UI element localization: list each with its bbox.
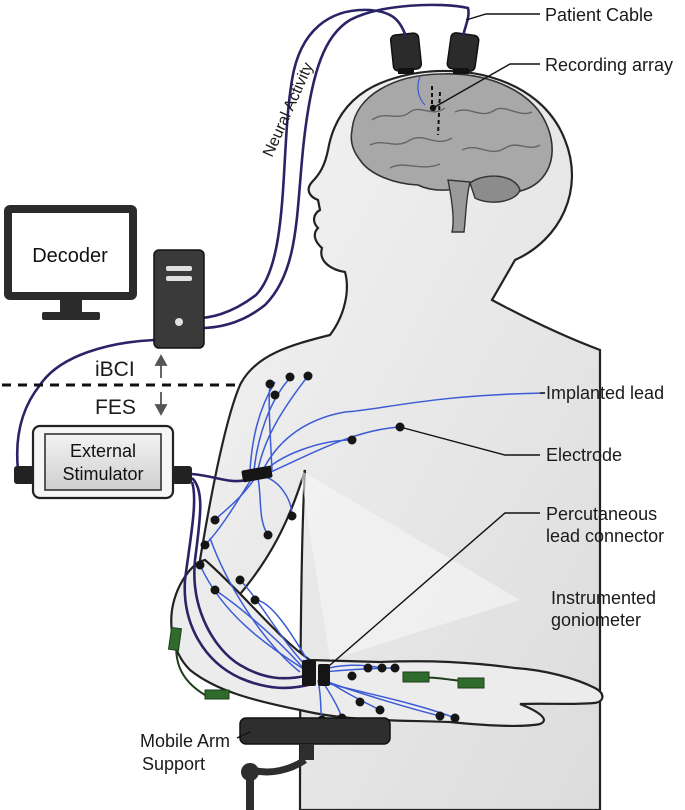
arm-support-label-2: Support: [142, 754, 205, 774]
percutaneous-label-1: Percutaneous: [546, 504, 657, 524]
brainstem: [447, 179, 471, 233]
head-torso-outline: [198, 69, 602, 810]
computer-tower-icon: [153, 249, 205, 349]
electrodes: [195, 371, 460, 725]
external-stimulator-label-2: Stimulator: [62, 464, 143, 484]
forearm-hand-outline: [170, 558, 604, 727]
percutaneous-label-2: lead connector: [546, 526, 664, 546]
implanted-lead-label: Implanted lead: [546, 383, 664, 403]
goniometer-label-2: goniometer: [551, 610, 641, 630]
mobile-arm-support-icon: [239, 717, 391, 810]
headstage-connector-icon: [389, 32, 480, 74]
goniometer-sensors: [167, 626, 485, 700]
external-stimulator-label-1: External: [70, 441, 136, 461]
recording-array-lead: [431, 86, 441, 136]
cerebellum: [469, 175, 521, 203]
body-shading: [300, 470, 520, 660]
ibci-label: iBCI: [95, 358, 135, 381]
brain-folds: [369, 107, 541, 169]
patient-silhouette: [170, 69, 604, 810]
leader-lines: [236, 13, 545, 739]
percutaneous-connector-icon: [241, 465, 330, 686]
stimulator-box-icon: [14, 424, 192, 500]
decoder-label: Decoder: [32, 245, 108, 267]
recording-array-label: Recording array: [545, 55, 673, 75]
brain: [350, 73, 553, 233]
stimulator-cables: [183, 472, 313, 690]
arrow-down-icon: [154, 392, 168, 416]
implanted-lead-highlight: [344, 392, 546, 413]
monitor-icon: [4, 205, 137, 320]
patient-cable-label: Patient Cable: [545, 5, 653, 25]
arrow-up-icon: [154, 354, 168, 378]
arm-support-label-1: Mobile Arm: [140, 731, 230, 751]
fes-label: FES: [95, 396, 136, 419]
implanted-leads: [199, 375, 456, 721]
goniometer-label-1: Instrumented: [551, 588, 656, 608]
electrode-label: Electrode: [546, 445, 622, 465]
